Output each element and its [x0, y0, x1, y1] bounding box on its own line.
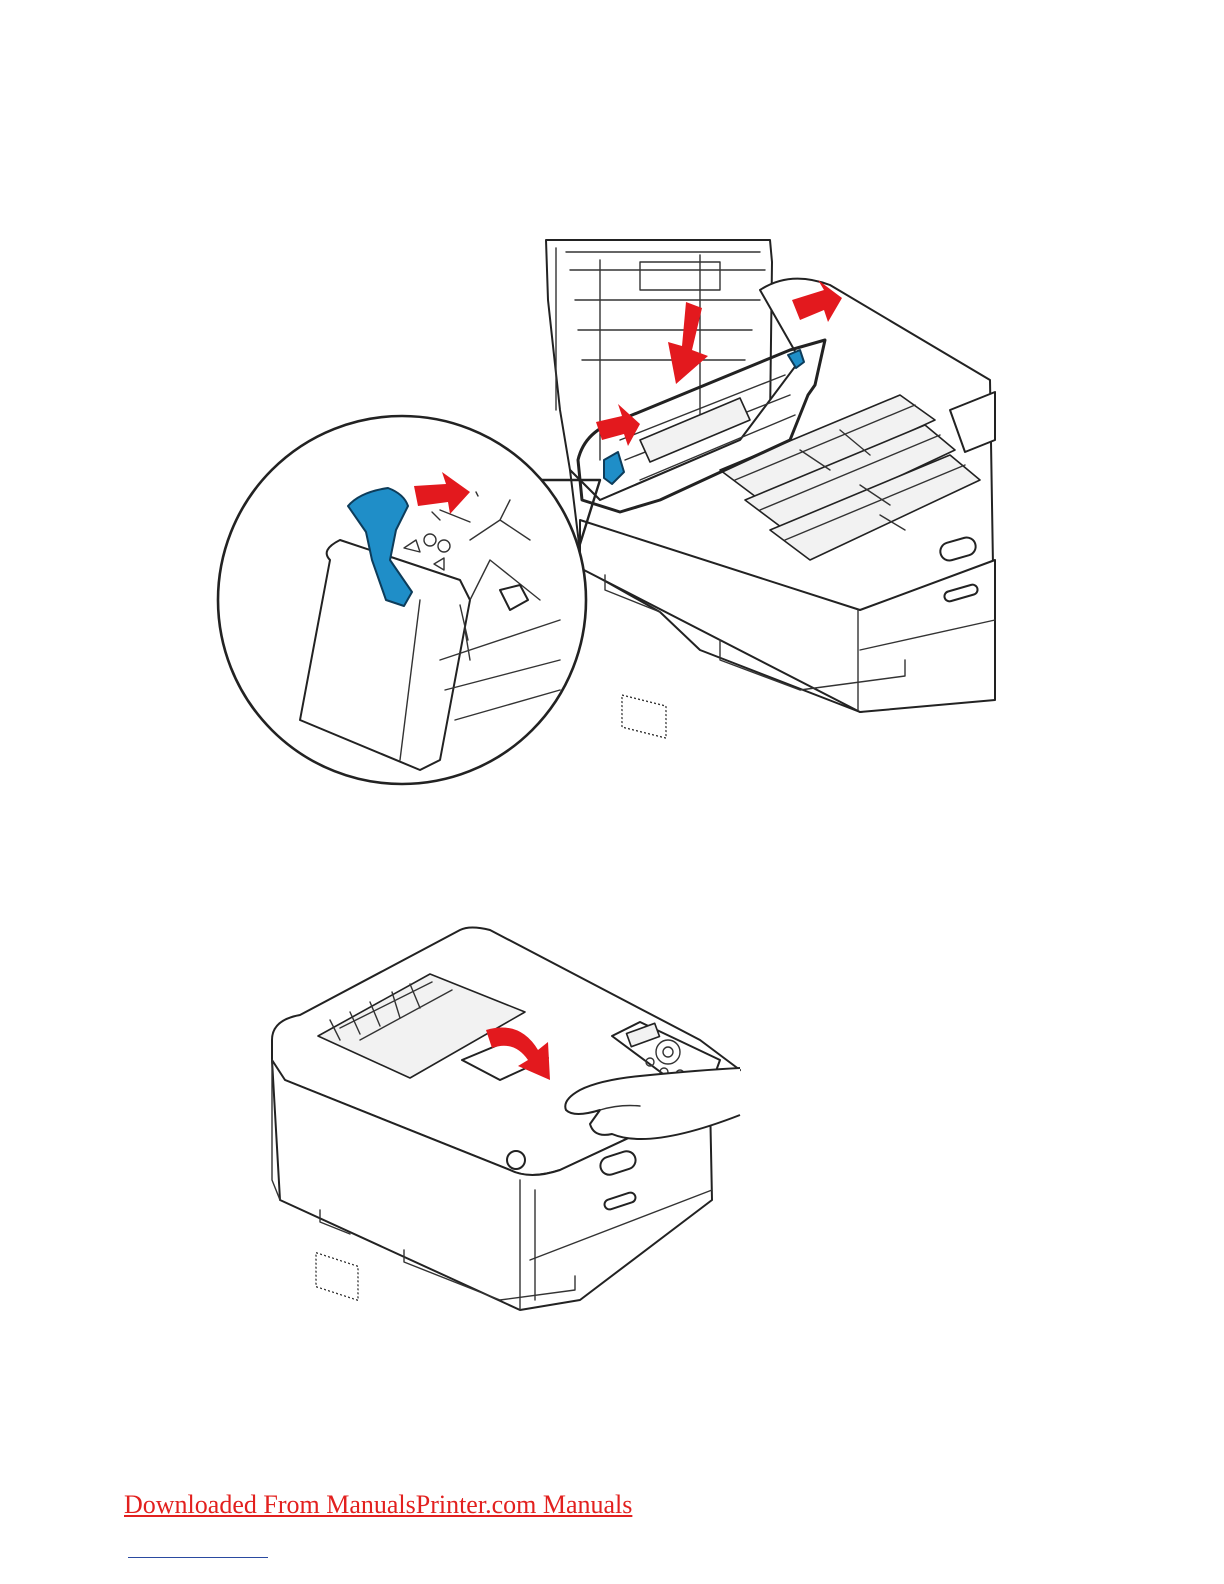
printer-body-closed: [272, 928, 740, 1311]
footer-divider: [128, 1557, 268, 1558]
footer-download-link[interactable]: Downloaded From ManualsPrinter.com Manua…: [124, 1490, 632, 1520]
